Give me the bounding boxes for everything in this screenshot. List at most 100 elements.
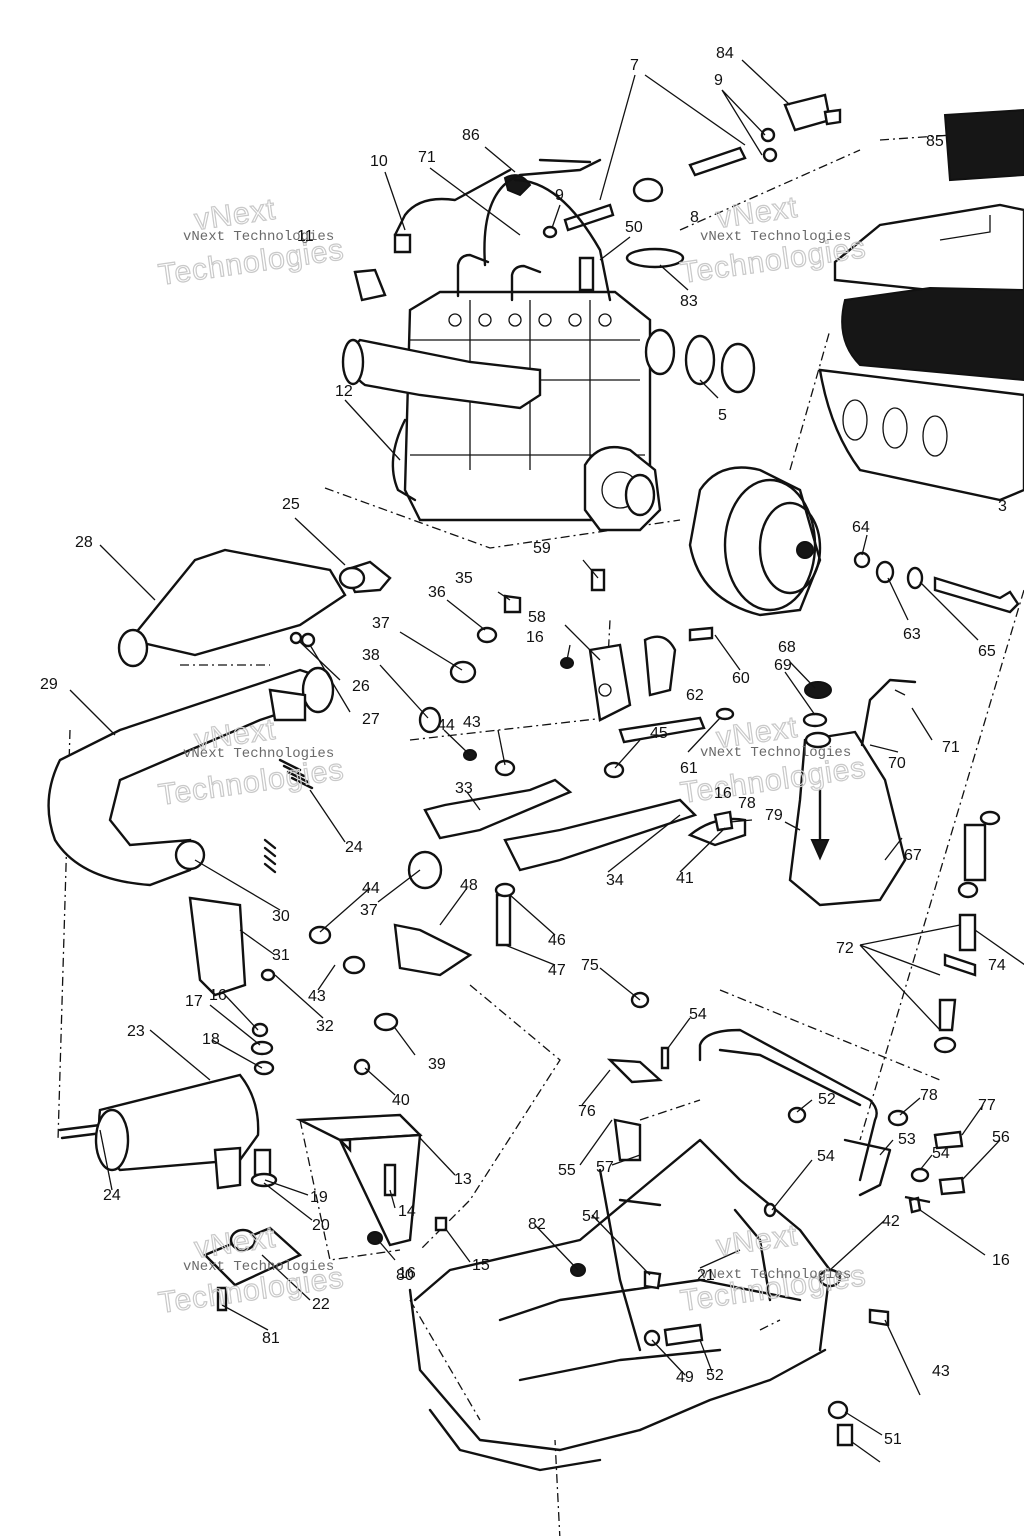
callout: 38 bbox=[362, 647, 380, 664]
callout: 13 bbox=[454, 1171, 472, 1188]
callout: 79 bbox=[765, 807, 783, 824]
exhaust-system bbox=[47, 548, 392, 1140]
callout: 25 bbox=[282, 496, 300, 513]
callout: 24 bbox=[103, 1187, 121, 1204]
callout: 49 bbox=[676, 1369, 694, 1386]
callout: 9 bbox=[714, 72, 723, 89]
callout: 43 bbox=[463, 714, 481, 731]
callout: 61 bbox=[680, 760, 698, 777]
callout: 41 bbox=[676, 870, 694, 887]
callout: 23 bbox=[127, 1023, 145, 1040]
callout: 31 bbox=[272, 947, 290, 964]
callout: 68 bbox=[778, 639, 796, 656]
chassis-frame bbox=[408, 1028, 892, 1472]
leader-lines bbox=[69, 59, 1024, 1463]
callout: 16 bbox=[526, 629, 544, 646]
callout: 44 bbox=[437, 717, 455, 734]
callout: 16 bbox=[992, 1252, 1010, 1269]
callout: 46 bbox=[548, 932, 566, 949]
callout: 54 bbox=[932, 1145, 950, 1162]
callout: 35 bbox=[455, 570, 473, 587]
callout: 28 bbox=[75, 534, 93, 551]
callout: 10 bbox=[370, 153, 388, 170]
callout: 44 bbox=[362, 880, 380, 897]
callout: 54 bbox=[817, 1148, 835, 1165]
callout: 64 bbox=[852, 519, 870, 536]
callout: 86 bbox=[462, 127, 480, 144]
wiring bbox=[393, 158, 612, 302]
callout: 7 bbox=[630, 57, 639, 74]
watermark-brand-sub: Technologies bbox=[156, 753, 346, 812]
callout: 76 bbox=[578, 1103, 596, 1120]
callout: 19 bbox=[310, 1189, 328, 1206]
callout: 65 bbox=[978, 643, 996, 660]
callout: 40 bbox=[392, 1092, 410, 1109]
watermark-caption: vNext Technologies bbox=[700, 229, 851, 245]
callout: 48 bbox=[460, 877, 478, 894]
callout: 43 bbox=[308, 988, 326, 1005]
callout: 75 bbox=[581, 957, 599, 974]
intake-boots bbox=[644, 328, 756, 394]
watermark-caption: vNext Technologies bbox=[700, 1267, 851, 1283]
callout: 71 bbox=[942, 739, 960, 756]
callout: 70 bbox=[888, 755, 906, 772]
callout: 27 bbox=[362, 711, 380, 728]
callout: 80 bbox=[396, 1267, 414, 1284]
engine-mounts bbox=[188, 635, 747, 1247]
callout: 30 bbox=[272, 908, 290, 925]
callout: 58 bbox=[528, 609, 546, 626]
callout: 74 bbox=[988, 957, 1006, 974]
callout: 78 bbox=[738, 795, 756, 812]
callout: 21 bbox=[697, 1267, 715, 1284]
callout: 5 bbox=[718, 407, 727, 424]
callout: 51 bbox=[884, 1431, 902, 1448]
callout: 34 bbox=[606, 872, 624, 889]
callout: 55 bbox=[558, 1162, 576, 1179]
callout: 15 bbox=[472, 1257, 490, 1274]
callout: 20 bbox=[312, 1217, 330, 1234]
callout: 18 bbox=[202, 1031, 220, 1048]
callout: 37 bbox=[360, 902, 378, 919]
callout: 52 bbox=[706, 1367, 724, 1384]
watermark-2: vNext Technologies vNext Technologies bbox=[678, 190, 869, 290]
callout: 9 bbox=[555, 187, 564, 204]
callout: 84 bbox=[716, 45, 734, 62]
callout: 53 bbox=[898, 1131, 916, 1148]
callout: 77 bbox=[978, 1097, 996, 1114]
callout: 26 bbox=[352, 678, 370, 695]
watermark-caption: vNext Technologies bbox=[183, 746, 334, 762]
callout: 71 bbox=[418, 149, 436, 166]
airbox bbox=[818, 108, 1024, 502]
callout: 3 bbox=[998, 498, 1007, 515]
callout: 57 bbox=[596, 1159, 614, 1176]
callout: 37 bbox=[372, 615, 390, 632]
callout: 24 bbox=[345, 839, 363, 856]
callout: 60 bbox=[732, 670, 750, 687]
callout: 62 bbox=[686, 687, 704, 704]
callout: 83 bbox=[680, 293, 698, 310]
callout: 72 bbox=[836, 940, 854, 957]
watermark-caption: vNext Technologies bbox=[183, 1259, 334, 1275]
callout: 32 bbox=[316, 1018, 334, 1035]
callout: 78 bbox=[920, 1087, 938, 1104]
callout: 33 bbox=[455, 780, 473, 797]
callout: 8 bbox=[690, 209, 699, 226]
callout: 81 bbox=[262, 1330, 280, 1347]
callout: 85 bbox=[926, 133, 944, 150]
callout: 16 bbox=[209, 987, 227, 1004]
engine-block bbox=[341, 253, 662, 532]
callout: 47 bbox=[548, 962, 566, 979]
callout: 45 bbox=[650, 725, 668, 742]
callout: 14 bbox=[398, 1203, 416, 1220]
callout: 63 bbox=[903, 626, 921, 643]
watermark-caption: vNext Technologies bbox=[700, 745, 851, 761]
callout: 82 bbox=[528, 1216, 546, 1233]
callout: 67 bbox=[904, 847, 922, 864]
callout: 42 bbox=[882, 1213, 900, 1230]
callout: 69 bbox=[774, 657, 792, 674]
callout: 29 bbox=[40, 676, 58, 693]
callout: 39 bbox=[428, 1056, 446, 1073]
oil-tank bbox=[788, 678, 917, 907]
part-callouts: 84 7 9 85 86 10 71 9 50 8 11 83 5 12 3 2… bbox=[40, 45, 1010, 1448]
